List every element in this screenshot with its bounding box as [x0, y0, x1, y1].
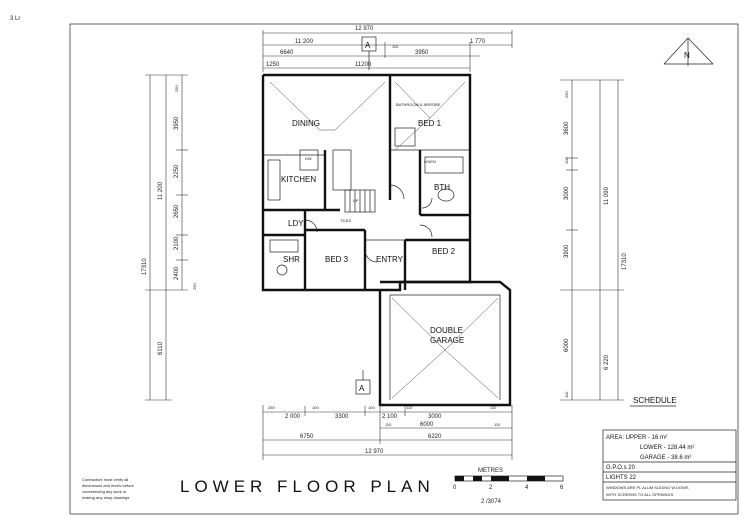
section-marker-bottom: A [355, 370, 371, 395]
sheet-title: LOWER FLOOR PLAN [180, 477, 435, 496]
svg-text:6: 6 [560, 485, 564, 491]
dim-left-lower: 6110 [158, 341, 164, 355]
corner-scribble: 3 Lr [10, 16, 20, 22]
svg-text:Contractors must verify all: Contractors must verify all [82, 477, 128, 482]
sheet-border [69, 23, 739, 515]
svg-text:6750: 6750 [300, 434, 314, 440]
room-bed1: BED 1 [418, 119, 442, 128]
svg-text:4: 4 [525, 485, 529, 491]
svg-text:GARAGE - 38.6 m²: GARAGE - 38.6 m² [640, 455, 691, 461]
svg-text:WINDOWS ARE PL ALUM SLIDING W.: WINDOWS ARE PL ALUM SLIDING W.DOWS [606, 485, 689, 490]
dim-left-upper: 11 200 [158, 181, 164, 200]
dim-top-row4-a: 1250 [266, 62, 280, 68]
room-dining: DINING [292, 119, 320, 128]
svg-text:250: 250 [192, 283, 197, 290]
room-kitchen: KITCHEN [281, 175, 316, 184]
scale-label: METRES [478, 468, 503, 474]
room-garage-line2: GARAGE [430, 336, 464, 345]
svg-text:250: 250 [174, 85, 179, 92]
svg-text:2250: 2250 [174, 164, 180, 178]
svg-text:110: 110 [406, 405, 413, 410]
room-bth: BTH [434, 183, 450, 192]
garage-walls [378, 280, 512, 407]
dim-top-row3-b: 110 [392, 44, 399, 49]
svg-text:100: 100 [564, 157, 569, 164]
svg-text:making any shop drawings: making any shop drawings [82, 495, 129, 500]
svg-text:250: 250 [564, 91, 569, 98]
note-tiled: TILED [340, 218, 351, 223]
svg-text:0: 0 [453, 485, 457, 491]
schedule-title: SCHEDULE [633, 396, 677, 405]
dim-bottom-overall: 12 970 [365, 449, 384, 455]
svg-text:commencing any work or: commencing any work or [82, 489, 127, 494]
svg-text:2 000: 2 000 [285, 414, 301, 420]
north-label: N [684, 51, 690, 60]
room-entry: ENTRY [376, 255, 404, 264]
room-bed3: BED 3 [325, 255, 349, 264]
scale-bar: METRES 0 2 4 6 [453, 468, 564, 491]
svg-text:110: 110 [490, 405, 497, 410]
dim-top-row3-a: 6640 [280, 50, 294, 56]
svg-text:100: 100 [312, 405, 319, 410]
svg-text:3000: 3000 [564, 186, 570, 200]
room-labels: DINING BED 1 KITCHEN BTH LDY SHR BED 3 E… [281, 102, 464, 345]
svg-text:LIGHTS 22: LIGHTS 22 [606, 475, 637, 481]
note-dishwasher: DW [305, 156, 312, 161]
dim-left-overall: 17310 [142, 258, 148, 275]
top-dimensions: 12 970 11 200 1 770 6640 110 3950 1250 1… [262, 26, 513, 72]
svg-text:110: 110 [385, 422, 392, 427]
room-ldy: LDY [288, 219, 304, 228]
dim-top-row2-b: 1 770 [470, 39, 486, 45]
svg-text:250: 250 [268, 405, 275, 410]
note-stair: UP [353, 198, 359, 203]
svg-text:110: 110 [494, 422, 501, 427]
svg-text:LOWER - 128.44 m²: LOWER - 128.44 m² [640, 445, 694, 451]
svg-text:6000: 6000 [564, 338, 570, 352]
svg-text:2400: 2400 [174, 266, 180, 280]
room-shr: SHR [283, 255, 300, 264]
contractor-note: Contractors must verify all dimensions a… [82, 477, 135, 500]
room-bed2: BED 2 [432, 247, 456, 256]
svg-text:3600: 3600 [564, 121, 570, 135]
svg-text:AREA: UPPER - 16 m²: AREA: UPPER - 16 m² [606, 435, 667, 441]
north-arrow-icon: N [663, 37, 714, 66]
svg-text:3900: 3900 [564, 244, 570, 258]
note-robe: BATHROOM & ARROBE [396, 102, 441, 107]
dim-right-upper: 11 090 [604, 186, 610, 205]
svg-text:3300: 3300 [335, 414, 349, 420]
svg-text:A: A [359, 384, 365, 393]
sheet-number: 2 /3074 [481, 499, 502, 505]
bottom-dimensions: 250 2 000 100 3300 100 2 100 110 3000 11… [262, 405, 513, 460]
svg-text:100: 100 [368, 405, 375, 410]
svg-text:dimensions and levels before: dimensions and levels before [82, 483, 135, 488]
svg-text:WITH SCREENS TO ALL OPENINGS: WITH SCREENS TO ALL OPENINGS [606, 492, 674, 497]
section-marker-top: A [361, 36, 377, 70]
svg-text:2100: 2100 [174, 236, 180, 250]
note-linen: LINEN [424, 159, 436, 164]
room-garage-line1: DOUBLE [430, 326, 463, 335]
schedule-box: SCHEDULE AREA: UPPER - 16 m² LOWER - 128… [602, 396, 737, 501]
svg-text:G.P.O.s 20: G.P.O.s 20 [606, 465, 636, 471]
svg-text:110: 110 [564, 391, 569, 398]
dim-top-overall: 12 970 [355, 26, 374, 32]
dim-top-row4-b: 11200 [355, 62, 372, 68]
dim-top-row3-c: 3950 [415, 50, 429, 56]
svg-text:2: 2 [489, 485, 493, 491]
left-dimensions: 17310 11 200 6110 250 3950 2250 2650 210… [142, 74, 197, 401]
dim-right-lower: 6 220 [604, 354, 610, 370]
dim-top-row2-a: 11 200 [295, 39, 314, 45]
svg-text:3950: 3950 [174, 116, 180, 130]
svg-text:3000: 3000 [428, 414, 442, 420]
svg-text:2 100: 2 100 [382, 414, 398, 420]
right-dimensions: 17310 11 090 6 220 250 3600 100 3000 390… [560, 79, 628, 401]
svg-text:2650: 2650 [174, 204, 180, 218]
svg-text:6220: 6220 [428, 434, 442, 440]
dim-right-overall: 17310 [622, 253, 628, 270]
svg-text:6000: 6000 [420, 422, 434, 428]
svg-text:A: A [365, 41, 371, 50]
